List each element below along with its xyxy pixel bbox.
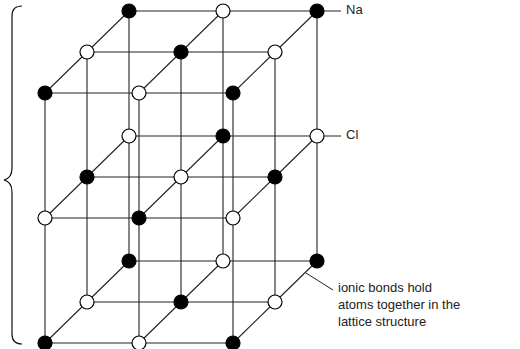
chloride-atom xyxy=(80,45,94,59)
ionic-bond xyxy=(129,260,223,261)
sodium-atom xyxy=(174,295,188,309)
ionic-bond xyxy=(86,177,87,302)
chloride-atom xyxy=(268,295,282,309)
ionic-bond xyxy=(222,11,223,136)
ionic-bond xyxy=(45,52,87,93)
ionic-bond xyxy=(87,51,181,52)
ionic-bond xyxy=(45,342,139,343)
ionic-bond xyxy=(87,136,129,177)
ionic-bond xyxy=(275,11,317,52)
chloride-atom xyxy=(216,4,230,18)
ionic-bond xyxy=(223,135,317,136)
sodium-atom xyxy=(216,129,230,143)
sodium-atom xyxy=(122,4,136,18)
ionic-bond xyxy=(181,51,275,52)
sodium-atom xyxy=(80,170,94,184)
ionic-bond xyxy=(223,260,317,261)
ionic-bond xyxy=(87,176,181,177)
chloride-atom xyxy=(132,86,146,100)
sodium-atom xyxy=(310,4,324,18)
ionic-bond xyxy=(274,177,275,302)
ionic-bond xyxy=(181,261,223,302)
sodium-atom xyxy=(268,170,282,184)
ionic-bond xyxy=(87,261,129,302)
ionic-bond xyxy=(45,177,87,218)
atom-label: Cl xyxy=(346,127,358,144)
sodium-atom xyxy=(174,45,188,59)
sodium-atom xyxy=(226,336,240,349)
bracket xyxy=(4,6,22,344)
ionic-bond xyxy=(316,136,317,261)
ionic-bond xyxy=(274,52,275,177)
chloride-atom xyxy=(268,45,282,59)
sodium-atom xyxy=(132,211,146,225)
ionic-bond xyxy=(139,52,181,93)
ionic-bond xyxy=(316,11,317,136)
ionic-bond xyxy=(222,136,223,261)
chloride-atom xyxy=(226,211,240,225)
ionic-bond xyxy=(139,92,233,93)
ionic-bond xyxy=(87,11,129,52)
ionic-bond xyxy=(181,11,223,52)
leader-line xyxy=(324,11,341,12)
ionic-bond xyxy=(275,136,317,177)
chloride-atom xyxy=(174,170,188,184)
ionic-bond xyxy=(129,135,223,136)
leader-line xyxy=(324,136,341,137)
sodium-atom xyxy=(310,254,324,268)
chloride-atom xyxy=(310,129,324,143)
chloride-atom xyxy=(132,336,146,349)
ionic-bond xyxy=(45,302,87,343)
chloride-atom xyxy=(80,295,94,309)
ionic-bond xyxy=(86,52,87,177)
ionic-bond xyxy=(139,177,181,218)
chloride-atom xyxy=(216,254,230,268)
ionic-bond xyxy=(128,11,129,136)
ionic-bond xyxy=(180,177,181,302)
ionic-bond xyxy=(232,218,233,343)
ionic-bond xyxy=(45,217,139,218)
ionic-bond xyxy=(223,10,317,11)
ionic-bond xyxy=(45,92,139,93)
ionic-bond xyxy=(233,52,275,93)
ionic-bond xyxy=(233,177,275,218)
ionic-bond xyxy=(138,93,139,218)
ionic-bond xyxy=(233,302,275,343)
chloride-atom xyxy=(38,211,52,225)
ionic-bond xyxy=(139,217,233,218)
ionic-bond xyxy=(139,342,233,343)
ionic-bond xyxy=(44,218,45,343)
atom-label: Na xyxy=(346,2,363,19)
ionic-bond xyxy=(180,52,181,177)
ionic-bond xyxy=(139,302,181,343)
note-label: ionic bonds hold atoms together in the l… xyxy=(338,280,466,331)
leader-line xyxy=(306,273,333,290)
ionic-bond xyxy=(129,10,223,11)
ionic-bond xyxy=(275,261,317,302)
ionic-bond xyxy=(181,136,223,177)
sodium-atom xyxy=(122,254,136,268)
ionic-bond xyxy=(44,93,45,218)
ionic-bond xyxy=(181,301,275,302)
ionic-bond xyxy=(181,176,275,177)
ionic-bond xyxy=(232,93,233,218)
sodium-atom xyxy=(38,86,52,100)
chloride-atom xyxy=(122,129,136,143)
ionic-bond xyxy=(87,301,181,302)
ionic-bond xyxy=(138,218,139,343)
sodium-atom xyxy=(226,86,240,100)
sodium-atom xyxy=(38,336,52,349)
ionic-bond xyxy=(128,136,129,261)
